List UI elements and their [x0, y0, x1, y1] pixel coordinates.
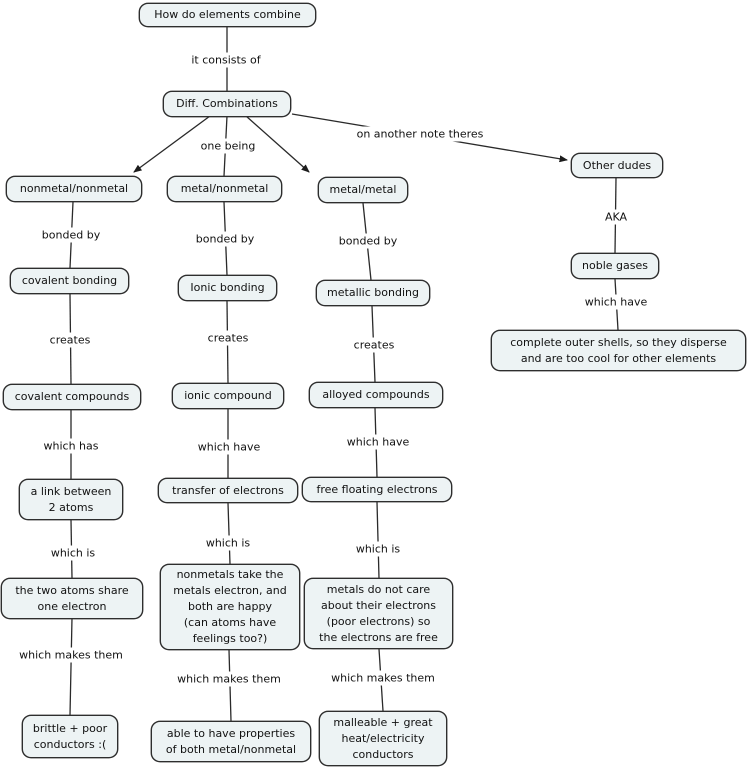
- link-label-bonded-by-left: bonded by: [38, 227, 104, 243]
- link-label-one-being: one being: [197, 138, 259, 154]
- link-label-it-consists-of: it consists of: [188, 52, 264, 68]
- link-label-which-makes-them-left: which makes them: [16, 647, 126, 663]
- node-ionic-compound[interactable]: ionic compound: [172, 383, 284, 409]
- link-label-bonded-by-mid: bonded by: [192, 231, 258, 247]
- node-how-do-elements-combine[interactable]: How do elements combine: [139, 3, 316, 27]
- link-label-which-is-right: which is: [352, 541, 404, 557]
- link-label-which-have-mid: which have: [194, 439, 264, 455]
- node-two-atoms-share-one-electron[interactable]: the two atoms share one electron: [1, 578, 143, 619]
- node-transfer-of-electrons[interactable]: transfer of electrons: [158, 478, 298, 503]
- node-a-link-between-2-atoms[interactable]: a link between 2 atoms: [19, 479, 123, 520]
- node-nonmetals-take-metals-electron[interactable]: nonmetals take the metals electron, and …: [160, 564, 300, 650]
- link-label-creates-left: creates: [46, 332, 94, 348]
- node-metal-metal[interactable]: metal/metal: [318, 177, 408, 203]
- node-noble-gases[interactable]: noble gases: [571, 253, 659, 279]
- link-label-which-makes-them-mid: which makes them: [174, 671, 284, 687]
- link-label-which-is-left: which is: [47, 545, 99, 561]
- node-brittle-poor-conductors[interactable]: brittle + poor conductors :(: [22, 715, 118, 758]
- link-label-bonded-by-right: bonded by: [335, 233, 401, 249]
- link-label-which-have-right: which have: [343, 434, 413, 450]
- node-metal-nonmetal[interactable]: metal/nonmetal: [167, 176, 282, 202]
- node-other-dudes[interactable]: Other dudes: [571, 153, 663, 178]
- link-label-creates-right: creates: [350, 337, 398, 353]
- link-label-aka: AKA: [601, 209, 631, 225]
- link-label-creates-mid: creates: [204, 330, 252, 346]
- node-covalent-bonding[interactable]: covalent bonding: [10, 268, 129, 294]
- link-label-which-has: which has: [40, 438, 102, 454]
- link-label-which-have-noble: which have: [581, 294, 651, 310]
- node-free-floating-electrons[interactable]: free floating electrons: [302, 477, 452, 502]
- node-malleable-great-conductors[interactable]: malleable + great heat/electricity condu…: [319, 711, 447, 766]
- node-nonmetal-nonmetal[interactable]: nonmetal/nonmetal: [6, 176, 142, 202]
- node-able-to-have-properties[interactable]: able to have properties of both metal/no…: [151, 721, 311, 762]
- node-complete-outer-shells[interactable]: complete outer shells, so they disperse …: [491, 330, 746, 371]
- node-ionic-bonding[interactable]: Ionic bonding: [178, 275, 277, 301]
- link-label-which-makes-them-right: which makes them: [328, 670, 438, 686]
- link-label-which-is-mid: which is: [202, 535, 254, 551]
- node-metallic-bonding[interactable]: metallic bonding: [316, 280, 430, 306]
- node-diff-combinations[interactable]: Diff. Combinations: [163, 91, 291, 117]
- node-covalent-compounds[interactable]: covalent compounds: [3, 384, 141, 410]
- node-metals-do-not-care[interactable]: metals do not care about their electrons…: [304, 578, 453, 649]
- link-label-on-another-note: on another note theres: [353, 126, 487, 142]
- node-alloyed-compounds[interactable]: alloyed compounds: [309, 382, 443, 408]
